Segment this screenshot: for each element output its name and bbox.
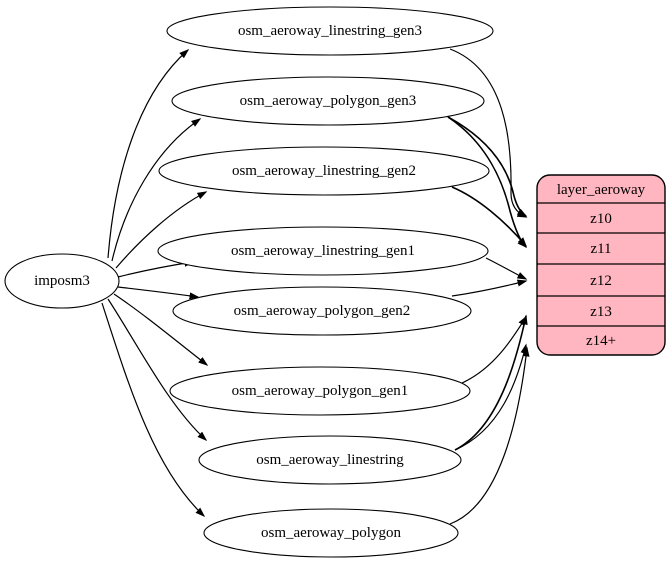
edges-from-source [101,49,209,518]
edge-imposm3-to-polygon [101,302,206,518]
layer-row-z11: z11 [590,241,611,257]
layer-row-z13: z13 [590,304,612,320]
table-ellipse [158,146,490,196]
edge-linestring-gen2-to-z11 [451,186,527,248]
layer-row-z10: z10 [590,211,612,227]
node-osm-aeroway-linestring-gen2: osm_aeroway_linestring_gen2 [158,146,490,196]
table-label: osm_aeroway_linestring_gen3 [238,23,422,39]
table-ellipse [171,76,485,126]
edge-imposm3-to-polygon-gen2 [117,286,200,300]
table-label: osm_aeroway_polygon_gen3 [240,93,417,109]
table-label: osm_aeroway_linestring [256,452,404,468]
node-osm-aeroway-polygon-gen1: osm_aeroway_polygon_gen1 [169,366,471,416]
node-osm-aeroway-polygon-gen3: osm_aeroway_polygon_gen3 [171,76,485,126]
table-label: osm_aeroway_polygon_gen1 [232,383,409,399]
table-label: osm_aeroway_linestring_gen1 [231,243,415,259]
edge-imposm3-to-linestring-gen1 [117,259,195,278]
table-label: osm_aeroway_polygon_gen2 [234,303,411,319]
edge-polygon-gen1-to-z13 [461,315,527,384]
table-ellipse [157,226,489,276]
edge-polygon-gen3-to-z10 [447,116,528,217]
node-layer-aeroway: layer_aeroway z10 z11 z12 z13 z14+ [536,174,666,356]
node-osm-aeroway-polygon: osm_aeroway_polygon [203,508,459,558]
layer-row-z14: z14+ [586,333,616,349]
table-ellipse [203,508,459,558]
imposm3-label: imposm3 [34,273,90,289]
edge-imposm3-to-linestring [107,298,208,442]
imposm3-ellipse [4,253,120,309]
edge-imposm3-to-linestring-gen2 [115,191,208,269]
table-label: osm_aeroway_linestring_gen2 [232,163,416,179]
table-label: osm_aeroway_polygon [261,525,401,541]
table-ellipse [198,435,462,485]
node-osm-aeroway-linestring-gen1: osm_aeroway_linestring_gen1 [157,226,489,276]
table-ellipse [166,6,494,56]
edge-polygon-to-z14 [449,346,530,525]
layer-row-z12: z12 [590,273,612,289]
node-imposm3: imposm3 [4,253,120,309]
edge-linestring-to-z13 [454,314,528,451]
node-osm-aeroway-linestring-gen3: osm_aeroway_linestring_gen3 [166,6,494,56]
table-ellipse [169,366,471,416]
node-osm-aeroway-linestring: osm_aeroway_linestring [198,435,462,485]
edge-linestring-gen1-to-z12 [485,257,528,280]
edge-polygon-gen2-to-z12 [451,279,528,297]
node-osm-aeroway-polygon-gen2: osm_aeroway_polygon_gen2 [172,286,472,336]
table-ellipse [172,286,472,336]
edge-imposm3-to-polygon-gen1 [113,293,209,366]
edge-imposm3-to-polygon-gen3 [111,118,202,262]
edges-to-layer [447,48,530,525]
edge-linestring-to-z14 [454,343,528,451]
layer-title: layer_aeroway [557,182,646,198]
layer-record-box [536,174,666,356]
edge-imposm3-to-linestring-gen3 [107,49,190,259]
edge-linestring-gen3-to-z10 [449,48,528,218]
